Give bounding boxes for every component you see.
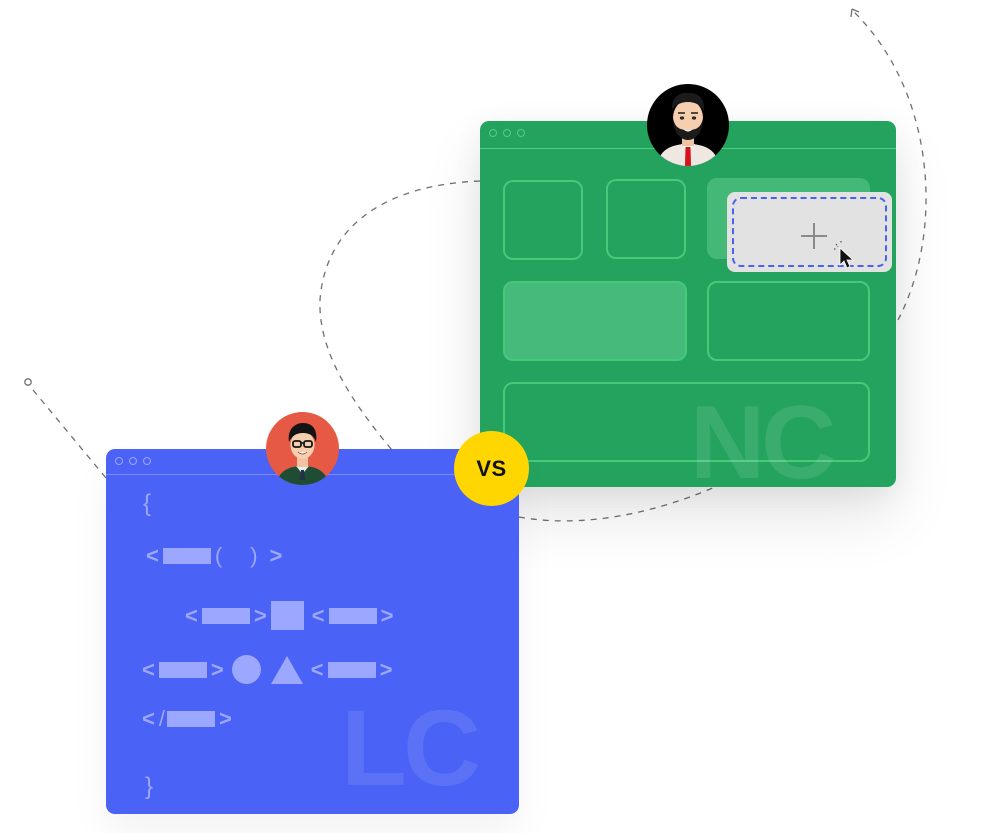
layout-tile-highlighted (503, 281, 687, 361)
code-close-brace: } (145, 773, 154, 800)
code-token-bar (162, 548, 211, 565)
window-dot-icon (129, 457, 137, 465)
code-line-function: <()> (146, 543, 283, 569)
layout-tile-wide (503, 382, 870, 462)
layout-tile (707, 281, 870, 361)
window-dot-icon (503, 129, 511, 137)
man-with-glasses-icon (266, 412, 339, 485)
vs-badge: VS (454, 431, 529, 506)
avatar-low-code-user (266, 412, 339, 485)
window-dot-icon (489, 129, 497, 137)
window-dot-icon (115, 457, 123, 465)
lc-watermark: LC (341, 687, 481, 808)
plus-icon (801, 223, 827, 249)
square-shape-icon (270, 601, 304, 630)
arrow-cursor-icon (834, 241, 855, 269)
code-token-bar (166, 711, 215, 728)
window-dot-icon (143, 457, 151, 465)
nc-watermark: NC (690, 385, 836, 501)
circle-shape-icon (231, 655, 261, 684)
window-dot-icon (517, 129, 525, 137)
drop-zone[interactable] (732, 197, 887, 269)
code-token-bar (328, 607, 377, 624)
layout-tile (503, 180, 583, 260)
code-token-bar (327, 661, 376, 678)
layout-tile (606, 179, 686, 259)
avatar-no-code-user (647, 84, 729, 166)
drag-drop-card[interactable] (727, 192, 892, 272)
code-token-bar (201, 607, 250, 624)
code-open-brace: { (143, 490, 152, 517)
code-token-bar (158, 661, 207, 678)
bearded-man-icon (647, 84, 729, 166)
code-line-shapes: <><> (138, 655, 396, 684)
low-code-window: { <()> <><> <><> </> } LC (106, 449, 519, 814)
triangle-shape-icon (270, 655, 303, 684)
code-line-square: <><> (181, 601, 397, 630)
code-line-closing-tag: </> (142, 706, 232, 732)
no-code-window: NC (480, 121, 896, 495)
